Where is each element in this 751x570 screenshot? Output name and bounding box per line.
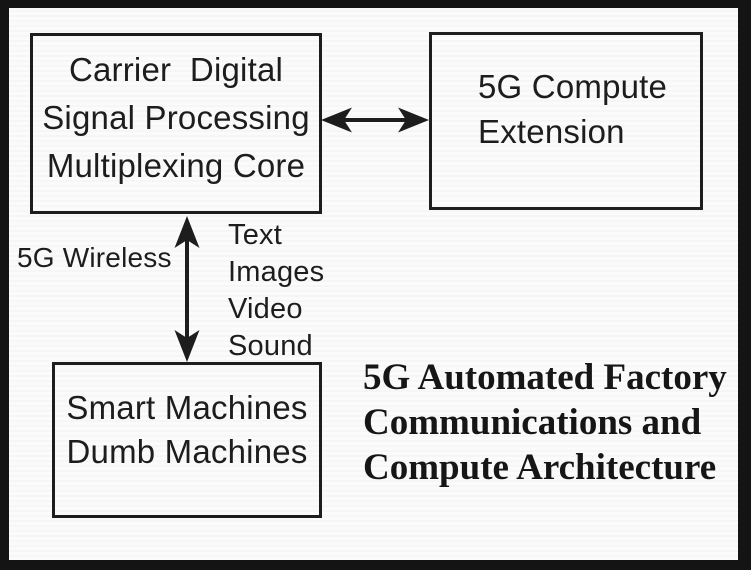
title-line: 5G Automated Factory bbox=[363, 357, 727, 398]
box-line: 5G Compute bbox=[478, 68, 668, 105]
payload-type-label: Video bbox=[228, 293, 303, 325]
title-line: Communications and bbox=[363, 402, 702, 443]
label-5g-wireless: 5G Wireless bbox=[17, 242, 172, 273]
diagram-title: 5G Automated Factory Communications and … bbox=[363, 355, 727, 490]
box-5g-compute-extension: 5G Compute Extension bbox=[429, 32, 703, 210]
label-payload-types: Text Images Video Sound bbox=[228, 217, 324, 365]
box-carrier-dsp-core: Carrier Digital Signal Processing Multip… bbox=[30, 33, 322, 214]
box-line: Dumb Machines bbox=[66, 433, 308, 470]
box-line: Multiplexing Core bbox=[46, 146, 306, 184]
box-line: Carrier Digital bbox=[68, 50, 284, 88]
double-arrow-horizontal bbox=[321, 107, 429, 133]
box-smart-dumb-machines: Smart Machines Dumb Machines bbox=[52, 362, 322, 518]
payload-type-label: Images bbox=[228, 256, 325, 288]
payload-type-label: Sound bbox=[228, 330, 313, 362]
box-line: Signal Processing bbox=[42, 98, 310, 136]
double-arrow-vertical bbox=[174, 216, 200, 362]
box-line: Extension bbox=[478, 113, 625, 150]
payload-type-label: Text bbox=[228, 219, 282, 251]
box-line: Smart Machines bbox=[66, 389, 308, 426]
title-line: Compute Architecture bbox=[363, 447, 717, 488]
